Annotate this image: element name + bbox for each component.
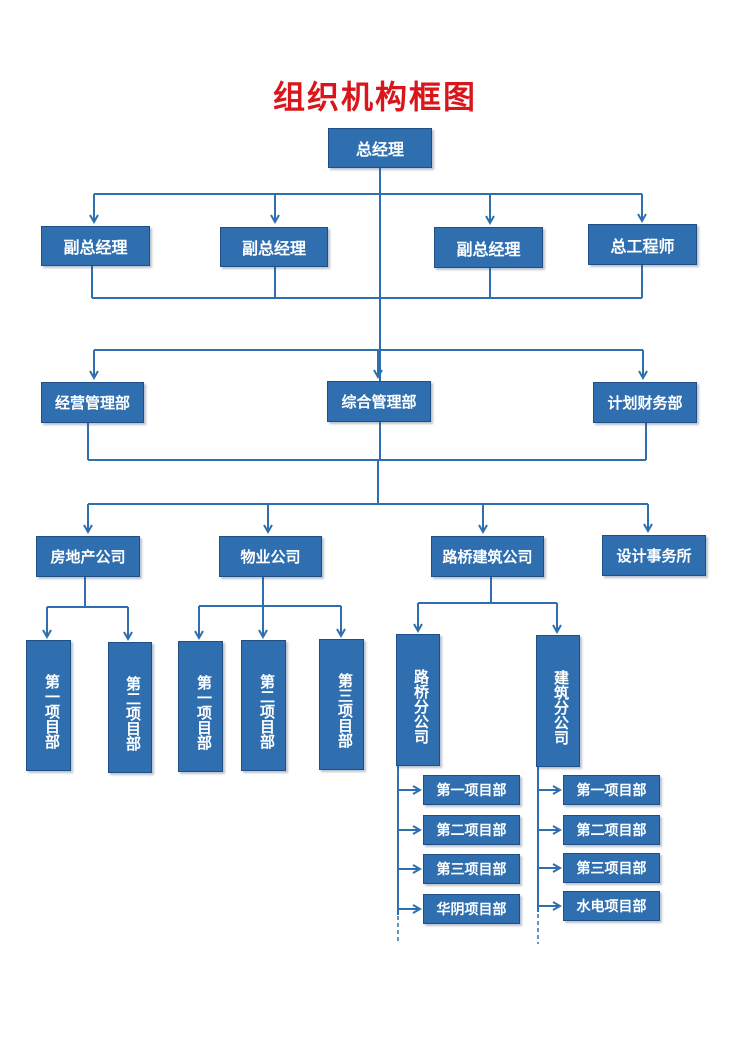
- node-road-bridge-branch: 路桥分公司: [396, 634, 440, 766]
- node-property-project-2: 第二项目部: [241, 640, 286, 771]
- node-property-company: 物业公司: [219, 536, 322, 577]
- node-construction-branch-project-2: 第二项目部: [563, 815, 660, 845]
- node-chief-engineer: 总工程师: [588, 224, 697, 265]
- node-design-office: 设计事务所: [602, 535, 706, 576]
- node-construction-branch-project-3: 第三项目部: [563, 853, 660, 883]
- node-construction-branch: 建筑分公司: [536, 635, 580, 767]
- node-property-project-1: 第一项目部: [178, 641, 223, 772]
- continuation-dashes: [397, 914, 539, 944]
- node-construction-branch-project-1: 第一项目部: [563, 775, 660, 805]
- node-general-admin-dept: 综合管理部: [327, 381, 431, 422]
- node-property-project-3: 第三项目部: [319, 639, 364, 770]
- node-road-bridge-company: 路桥建筑公司: [431, 536, 544, 577]
- node-business-dept: 经营管理部: [41, 382, 144, 423]
- node-construction-branch-project-water-electric: 水电项目部: [563, 891, 660, 921]
- node-bridge-branch-project-2: 第二项目部: [423, 815, 520, 845]
- node-vice-gm-1: 副总经理: [41, 226, 150, 266]
- node-real-estate-company: 房地产公司: [36, 536, 140, 577]
- node-vice-gm-3: 副总经理: [434, 227, 543, 268]
- node-bridge-branch-project-1: 第一项目部: [423, 775, 520, 805]
- node-bridge-branch-project-huayin: 华阴项目部: [423, 894, 520, 924]
- connector-lines: [47, 167, 648, 915]
- node-finance-dept: 计划财务部: [593, 382, 697, 423]
- node-bridge-branch-project-3: 第三项目部: [423, 854, 520, 884]
- node-general-manager: 总经理: [328, 128, 432, 168]
- node-vice-gm-2: 副总经理: [220, 227, 328, 267]
- node-realestate-project-1: 第一项目部: [26, 640, 71, 771]
- node-realestate-project-2: 第二项目部: [108, 642, 152, 773]
- page-title: 组织机构框图: [272, 78, 477, 116]
